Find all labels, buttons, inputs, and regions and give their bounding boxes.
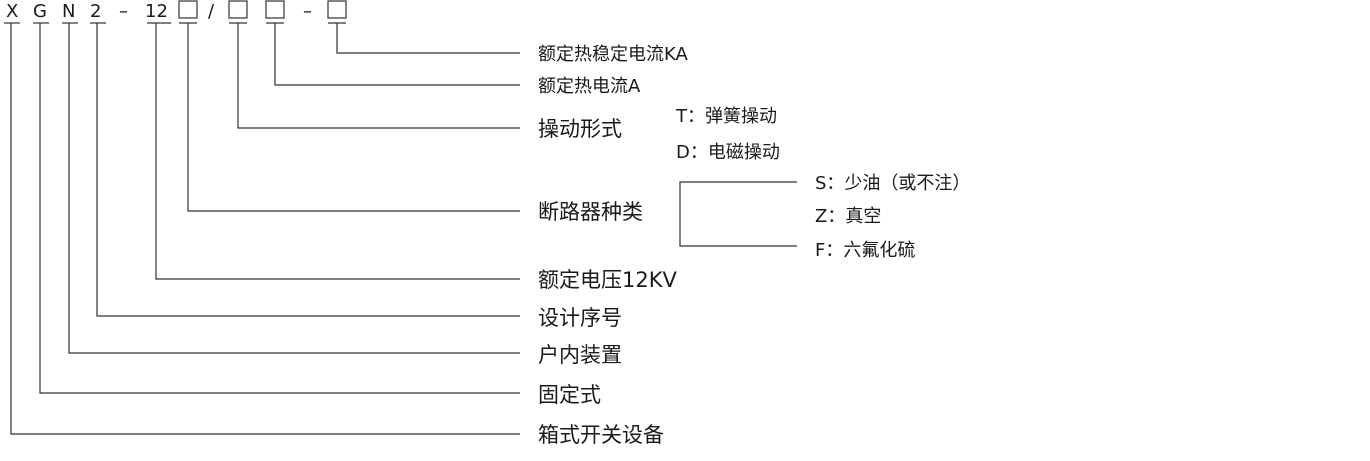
leader-rated-thermal-stable-current [336, 23, 520, 54]
leader-rated-thermal-current [274, 23, 520, 86]
label-breaker-type: 断路器种类 [538, 200, 643, 224]
code-char-dash-1: – [119, 1, 128, 22]
code-char-slash: / [208, 1, 215, 22]
leader-breaker-type [187, 23, 520, 212]
bracket-breaker-options [679, 181, 797, 247]
label-indoor-device: 户内装置 [538, 343, 622, 367]
label-operation-d: D：电磁操动 [676, 142, 780, 163]
code-box-operation-form [228, 0, 248, 19]
code-char-dash-2: – [303, 1, 312, 22]
leader-indoor-device [68, 23, 520, 354]
code-char-n: N [62, 1, 75, 22]
code-char-12: 12 [145, 1, 168, 22]
label-operation-form: 操动形式 [538, 117, 622, 141]
code-char-g: G [33, 1, 47, 22]
label-box-switchgear: 箱式开关设备 [538, 423, 664, 447]
code-box-thermal-stable-current [327, 0, 347, 19]
code-char-2: 2 [90, 1, 101, 22]
leader-rated-voltage [155, 23, 520, 280]
leader-design-serial [96, 23, 520, 317]
code-char-x: X [6, 1, 18, 22]
label-rated-thermal-current: 额定热电流A [538, 76, 641, 97]
label-breaker-f: F：六氟化硫 [815, 240, 915, 261]
label-fixed-type: 固定式 [538, 383, 601, 407]
label-operation-t: T：弹簧操动 [675, 106, 777, 127]
leader-operation-form [237, 23, 520, 129]
leader-box-switchgear [10, 23, 520, 435]
label-rated-thermal-stable-current: 额定热稳定电流KA [538, 44, 688, 65]
leader-fixed-type [39, 23, 520, 394]
label-rated-voltage: 额定电压12KV [538, 268, 677, 292]
label-design-serial: 设计序号 [538, 306, 622, 330]
code-box-thermal-current [265, 0, 285, 19]
label-breaker-z: Z：真空 [815, 206, 881, 227]
code-box-breaker-type [178, 0, 198, 19]
label-breaker-s: S：少油（或不注） [815, 173, 970, 194]
